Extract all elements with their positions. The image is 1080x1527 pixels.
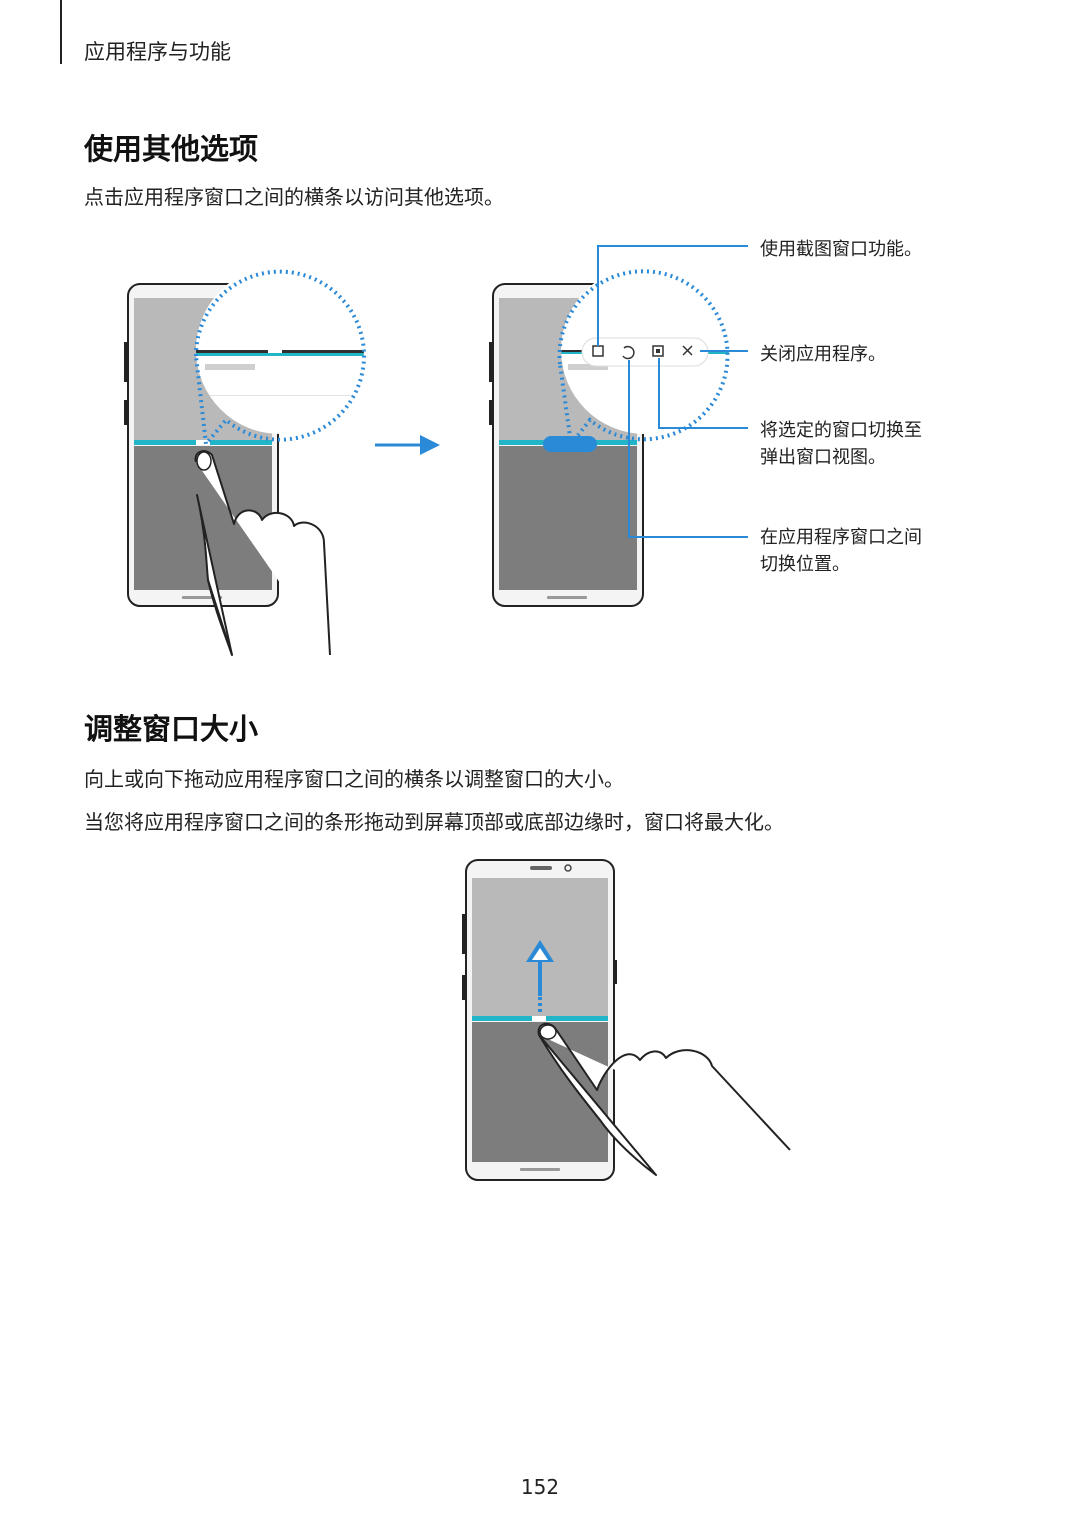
section-title-resize: 调整窗口大小: [84, 712, 259, 746]
callout-close: 关闭应用程序。: [760, 341, 886, 368]
zoom-bubble-b: [557, 266, 730, 449]
arrow-up-icon: [526, 940, 554, 1012]
popup-icon: [652, 345, 664, 357]
options-description: 点击应用程序窗口之间的横条以访问其他选项。: [84, 185, 504, 209]
callout-switch-line2: 切换位置。: [760, 554, 850, 575]
hand-icon: [537, 1022, 791, 1176]
resize-description-2: 当您将应用程序窗口之间的条形拖动到屏幕顶部或底部边缘时，窗口将最大化。: [84, 810, 784, 834]
section-title-options: 使用其他选项: [84, 132, 259, 166]
section-header: 应用程序与功能: [84, 40, 231, 64]
phone-c: [462, 859, 617, 1181]
callout-switch: 在应用程序窗口之间 切换位置。: [760, 524, 922, 578]
page-number: 152: [520, 1475, 560, 1499]
callout-close-line1: 关闭应用程序。: [760, 344, 886, 365]
hand-icon: [194, 450, 331, 656]
callout-capture-line1: 使用截图窗口功能。: [760, 239, 922, 260]
arrow-right-icon: [375, 435, 440, 455]
header-rule: [60, 0, 62, 64]
callout-popup-line2: 弹出窗口视图。: [760, 447, 886, 468]
close-icon: [682, 345, 693, 356]
callout-capture: 使用截图窗口功能。: [760, 236, 922, 263]
callout-switch-line1: 在应用程序窗口之间: [760, 527, 922, 548]
callout-leaders: [597, 245, 748, 538]
resize-description-1: 向上或向下拖动应用程序窗口之间的横条以调整窗口的大小。: [84, 767, 624, 791]
callout-popup: 将选定的窗口切换至 弹出窗口视图。: [760, 417, 922, 471]
switch-icon: [622, 345, 635, 360]
callout-popup-line1: 将选定的窗口切换至: [760, 420, 922, 441]
